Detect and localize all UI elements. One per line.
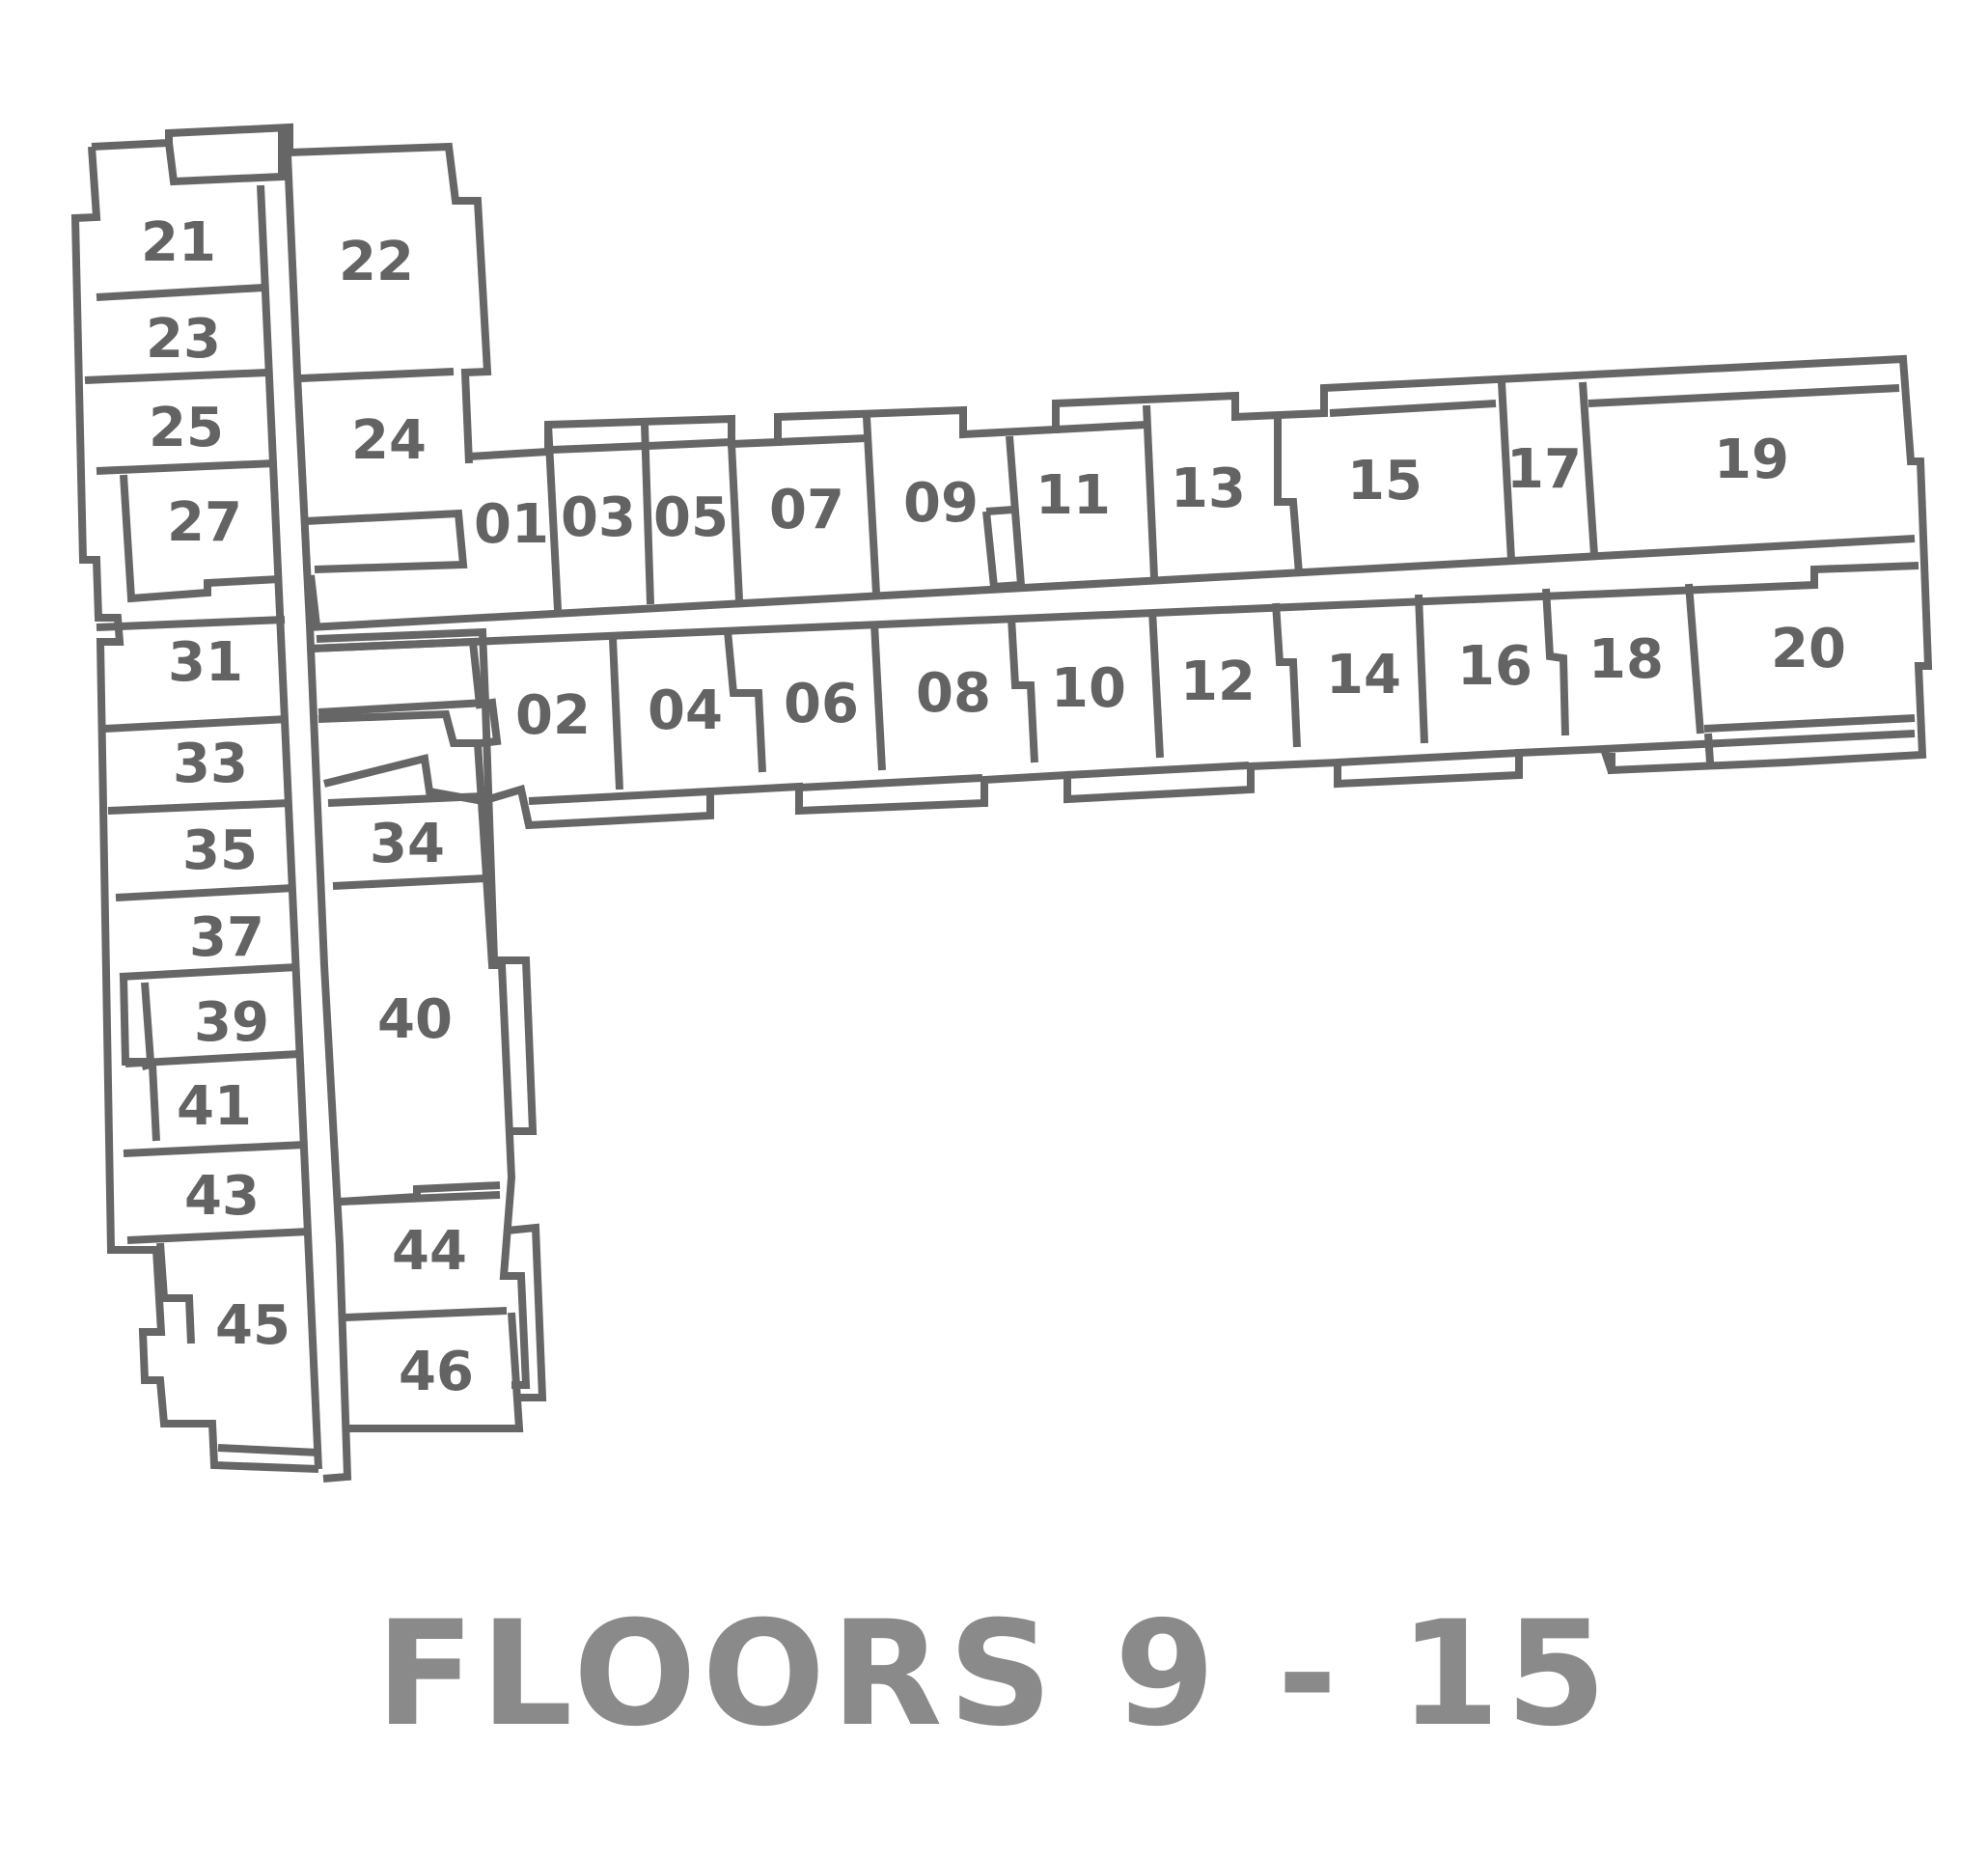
unit-label-04: 04 xyxy=(648,679,723,742)
unit-label-44: 44 xyxy=(392,1220,467,1283)
unit-label-43: 43 xyxy=(184,1165,260,1228)
unit-label-12: 12 xyxy=(1180,651,1256,713)
unit-label-15: 15 xyxy=(1347,450,1422,513)
west-corridor-left-wall xyxy=(257,184,322,1470)
unit-label-19: 19 xyxy=(1714,429,1789,491)
unit-label-09: 09 xyxy=(903,472,979,535)
east-corridor-bottom-wall xyxy=(310,637,502,747)
east-corridor-top-wall xyxy=(308,535,1916,631)
west-wing-outer-wall xyxy=(91,123,492,464)
unit-label-40: 40 xyxy=(377,988,453,1051)
unit-label-16: 16 xyxy=(1457,635,1532,698)
top-balcony-notch xyxy=(165,131,286,186)
unit-label-41: 41 xyxy=(177,1075,252,1138)
unit-label-24: 24 xyxy=(351,409,427,472)
unit-label-13: 13 xyxy=(1171,457,1246,520)
unit-label-05: 05 xyxy=(653,486,729,549)
unit-label-03: 03 xyxy=(561,486,636,549)
unit-label-45: 45 xyxy=(215,1294,290,1357)
unit-label-06: 06 xyxy=(784,673,859,735)
unit-label-17: 17 xyxy=(1506,438,1582,501)
unit-label-35: 35 xyxy=(182,819,258,882)
unit-label-23: 23 xyxy=(146,308,221,371)
unit-label-34: 34 xyxy=(370,813,445,875)
unit-label-18: 18 xyxy=(1588,628,1664,691)
unit-label-33: 33 xyxy=(173,733,248,795)
west-corridor-right-wall xyxy=(284,153,352,1483)
unit-label-02: 02 xyxy=(515,684,591,747)
unit-label-21: 21 xyxy=(141,211,216,274)
unit-label-22: 22 xyxy=(339,231,414,293)
unit-label-46: 46 xyxy=(399,1341,474,1403)
unit-label-01: 01 xyxy=(474,493,549,556)
unit-label-14: 14 xyxy=(1326,644,1401,707)
unit-label-20: 20 xyxy=(1771,618,1846,680)
unit-label-37: 37 xyxy=(189,906,264,969)
floor-range-title: FLOORS 9 - 15 xyxy=(375,1591,1613,1759)
unit-label-11: 11 xyxy=(1035,464,1111,527)
unit-label-27: 27 xyxy=(167,491,242,554)
unit-label-07: 07 xyxy=(769,479,844,541)
unit-label-10: 10 xyxy=(1051,657,1126,720)
unit-label-31: 31 xyxy=(168,631,243,694)
unit-label-39: 39 xyxy=(194,991,269,1054)
unit-label-08: 08 xyxy=(916,662,991,725)
unit-label-25: 25 xyxy=(149,397,224,459)
west-wing-left-edge xyxy=(70,146,319,1473)
east-wing-top-wall xyxy=(468,354,1933,775)
